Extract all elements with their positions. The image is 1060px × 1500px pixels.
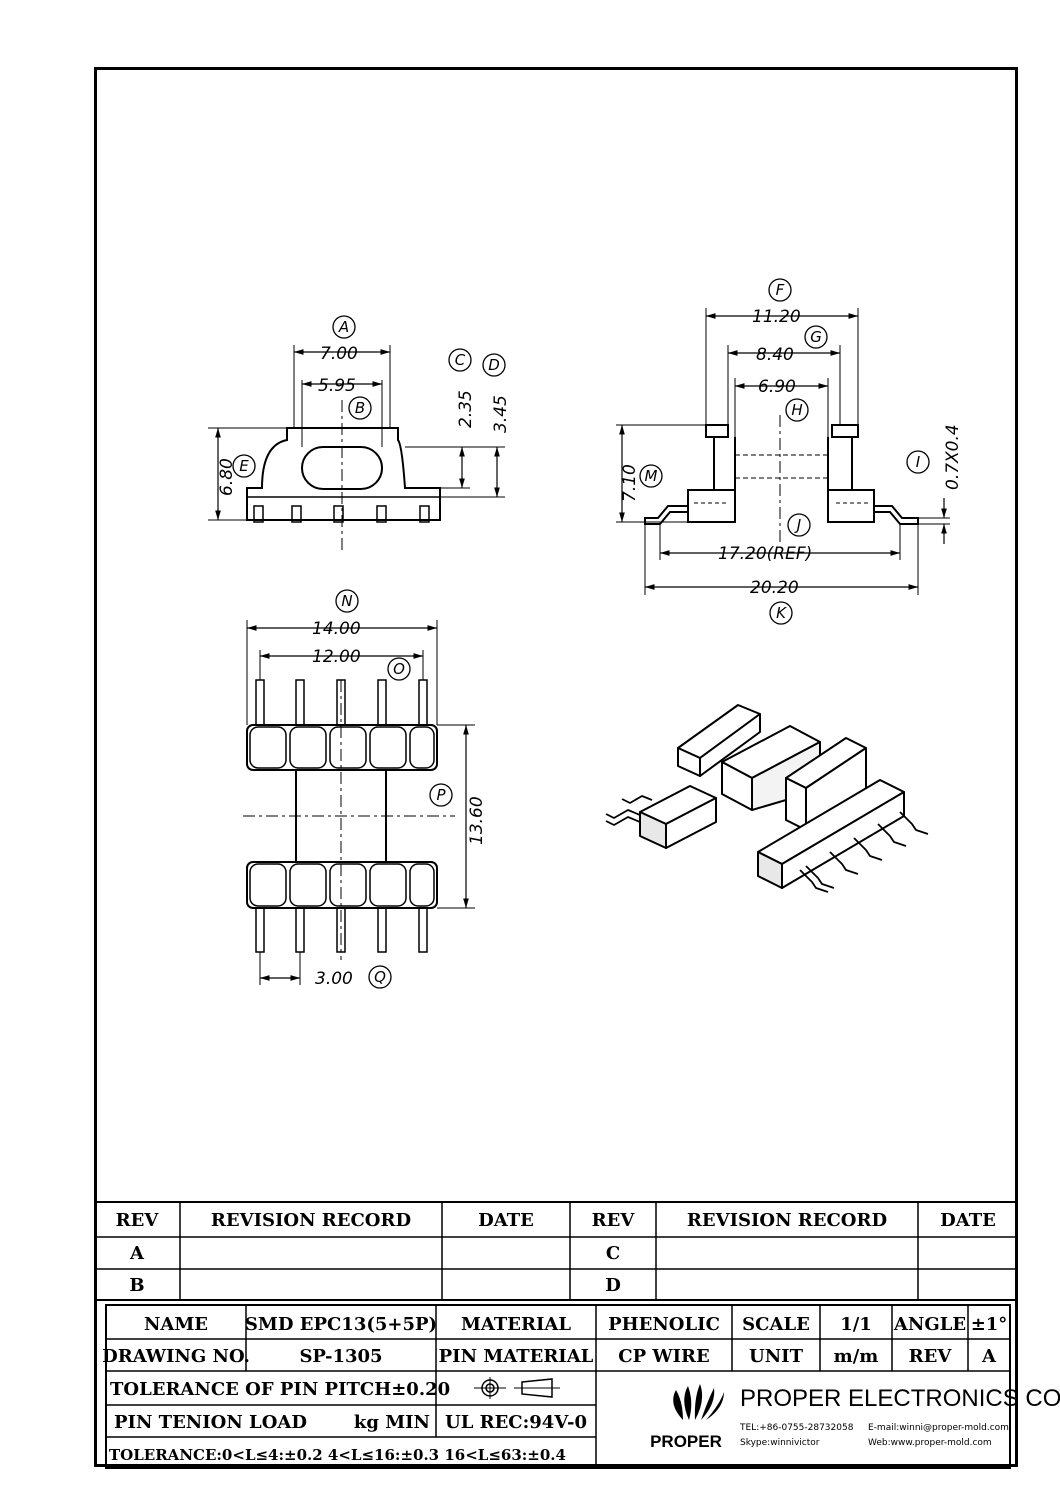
bottom-callouts: N O P Q — [335, 589, 453, 989]
dim-a-value: 7.00 — [320, 344, 358, 364]
callout-e: E — [239, 457, 249, 475]
side-callouts: F G H I M J K — [639, 278, 930, 625]
projection-symbol — [474, 1377, 560, 1399]
drawing-no-value: SP-1305 — [299, 1346, 382, 1367]
rev-header-left: REV — [116, 1210, 160, 1231]
drawing-frame — [94, 67, 1018, 1467]
callout-o: O — [393, 660, 405, 678]
dim-j-value: 17.20(REF) — [718, 544, 812, 564]
ul-rating: UL REC:94V-0 — [445, 1412, 587, 1433]
front-callouts: A B C D E — [232, 315, 506, 478]
callout-g: G — [810, 328, 822, 346]
dim-e-value: 6.80 — [217, 458, 237, 496]
company-web: Web:www.proper-mold.com — [868, 1438, 992, 1448]
dim-f-value: 11.20 — [752, 307, 801, 327]
rev-row-b: B — [129, 1275, 144, 1296]
callout-m: M — [645, 467, 658, 485]
material-label: MATERIAL — [461, 1314, 571, 1335]
dim-q-value: 3.00 — [315, 969, 353, 989]
record-header-left: REVISION RECORD — [211, 1210, 411, 1231]
scale-value: 1/1 — [840, 1314, 872, 1335]
material-value: PHENOLIC — [608, 1314, 720, 1335]
bottom-view — [243, 620, 475, 985]
callout-c: C — [455, 351, 466, 369]
dim-h-value: 6.90 — [758, 377, 796, 397]
dim-p-value: 13.60 — [467, 796, 487, 845]
callout-a: A — [338, 318, 349, 336]
callout-j: J — [794, 516, 801, 534]
dim-b-value: 5.95 — [318, 376, 356, 396]
dim-k-value: 20.20 — [750, 578, 799, 598]
angle-value: ±1° — [971, 1314, 1008, 1335]
dim-c-value: 2.35 — [456, 390, 476, 428]
rev-value: A — [981, 1346, 997, 1367]
dim-g-value: 8.40 — [756, 345, 794, 365]
date-header-right: DATE — [940, 1210, 996, 1231]
record-header-right: REVISION RECORD — [687, 1210, 887, 1231]
company-skype: Skype:winnivictor — [740, 1438, 820, 1448]
name-value: SMD EPC13(5+5P) — [245, 1314, 437, 1335]
callout-k: K — [776, 604, 787, 622]
callout-f: F — [776, 281, 785, 299]
title-block — [105, 1304, 1011, 1469]
callout-q: Q — [374, 968, 386, 986]
callout-p: P — [436, 786, 446, 804]
dim-n-value: 14.00 — [312, 619, 361, 639]
callout-n: N — [341, 592, 352, 610]
pitch-tolerance: TOLERANCE OF PIN PITCH±0.20 — [110, 1379, 450, 1400]
callout-d: D — [488, 356, 500, 374]
name-label: NAME — [144, 1314, 208, 1335]
company-name: PROPER ELECTRONICS CO.,LTD — [740, 1385, 1060, 1412]
rev-header-right: REV — [592, 1210, 636, 1231]
rev-row-c: C — [606, 1243, 620, 1264]
tolerance-line: TOLERANCE:0<L≤4:±0.2 4<L≤16:±0.3 16<L≤63… — [109, 1446, 566, 1464]
rev-row-a: A — [129, 1243, 145, 1264]
angle-label: ANGLE — [893, 1314, 966, 1335]
unit-label: UNIT — [749, 1346, 804, 1367]
proper-logo: PROPER — [650, 1384, 724, 1451]
dim-o-value: 12.00 — [312, 647, 361, 667]
company-tel: TEL:+86-0755-28732058 — [739, 1423, 854, 1433]
callout-h: H — [791, 401, 802, 419]
dim-i-value: 0.7X0.4 — [943, 424, 963, 490]
revision-table — [94, 1201, 1018, 1301]
callout-i: I — [916, 453, 921, 471]
date-header-left: DATE — [478, 1210, 534, 1231]
company-email: E-mail:winni@proper-mold.com — [868, 1423, 1009, 1433]
pin-material-value: CP WIRE — [618, 1346, 709, 1367]
front-view — [208, 345, 505, 550]
pin-material-label: PIN MATERIAL — [439, 1346, 594, 1367]
isometric-view — [605, 704, 929, 893]
unit-value: m/m — [834, 1346, 879, 1367]
side-view — [616, 308, 950, 595]
rev-row-d: D — [605, 1275, 621, 1296]
pin-load-label: PIN TENION LOAD — [114, 1412, 307, 1433]
dim-m-value: 7.10 — [620, 464, 640, 502]
drawing-no-label: DRAWING NO. — [102, 1346, 250, 1367]
scale-label: SCALE — [742, 1314, 810, 1335]
callout-b: B — [355, 399, 365, 417]
rev-label: REV — [909, 1346, 953, 1367]
logo-text: PROPER — [650, 1432, 722, 1451]
dim-d-value: 3.45 — [491, 395, 511, 433]
pin-load-unit: kg MIN — [354, 1412, 430, 1433]
